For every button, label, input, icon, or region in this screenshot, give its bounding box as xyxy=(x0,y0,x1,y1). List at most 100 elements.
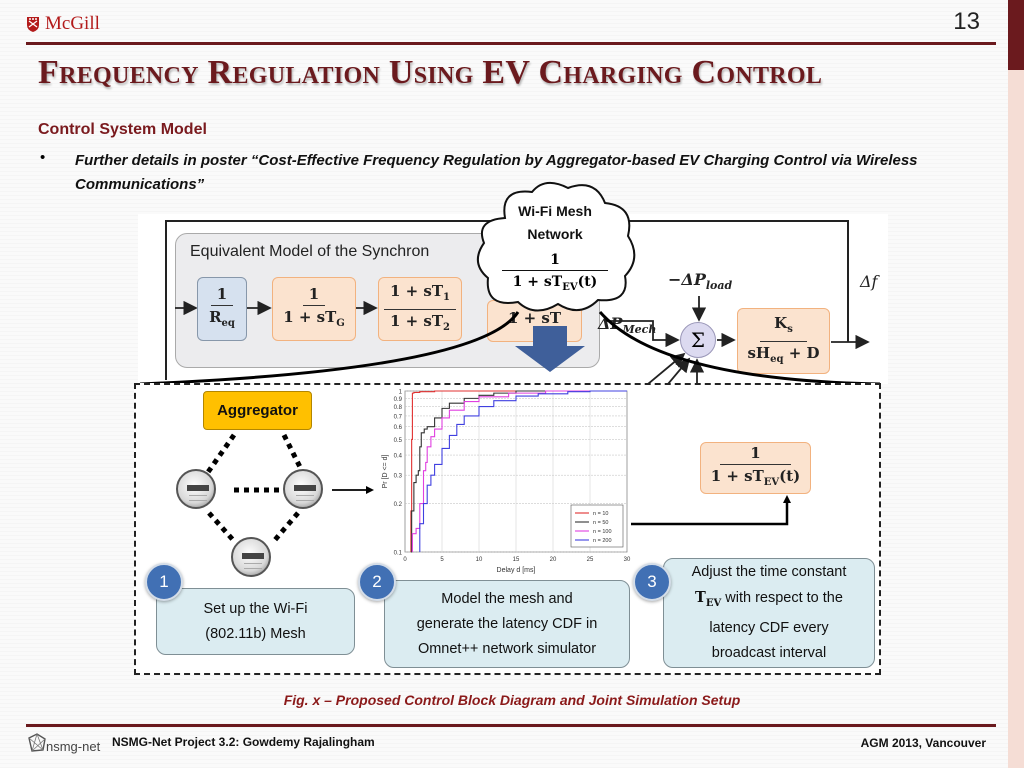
series-line-n10 xyxy=(410,390,627,552)
legend-label: n = 100 xyxy=(593,529,612,535)
den-sub: EV xyxy=(562,281,578,293)
den-sub: eq xyxy=(221,318,235,329)
bullet-text: Further details in poster “Cost-Effectiv… xyxy=(75,152,918,193)
step-text-line: (802.11b) Mesh xyxy=(205,625,306,642)
y-tick-label: 0.6 xyxy=(394,425,403,431)
slide-number: 13 xyxy=(953,8,980,35)
delta-p-mech-label: ΔPMech xyxy=(598,314,656,336)
step-2-text: Model the mesh and generate the latency … xyxy=(417,587,598,662)
feedback-wire xyxy=(847,220,849,342)
cloud-transfer-function: 1 1 + sTEV(t) xyxy=(502,250,608,299)
meter-screen xyxy=(242,553,264,559)
delta-f-label: Δf xyxy=(860,272,878,291)
nsmg-net-logo: nsmg-net xyxy=(26,732,100,754)
y-tick-label: 0.9 xyxy=(394,397,403,403)
block-1-over-req: 1 Req xyxy=(197,277,247,341)
meter-detail xyxy=(189,495,207,501)
footer-event: AGM 2013, Vancouver xyxy=(860,736,986,750)
step-text-line: Model the mesh and xyxy=(441,590,573,607)
y-tick-label: 0.5 xyxy=(394,438,403,444)
den-sub: G xyxy=(336,318,345,329)
y-tick-label: 0.7 xyxy=(394,414,403,420)
step-1-box: Set up the Wi-Fi (802.11b) Mesh xyxy=(156,588,355,655)
den-sub: eq xyxy=(770,353,784,365)
den-text: 1 + sT xyxy=(507,309,562,327)
chart-series-group xyxy=(410,390,627,553)
mcgill-shield-icon xyxy=(27,16,39,32)
step-text-line: Set up the Wi-Fi xyxy=(203,600,308,617)
cloud-denominator: 1 + sTEV(t) xyxy=(502,271,608,299)
wifi-mesh-cloud xyxy=(477,181,636,312)
x-tick-label: 20 xyxy=(550,557,557,563)
cloud-numerator: 1 xyxy=(502,250,608,271)
y-tick-label: 1 xyxy=(399,390,403,396)
step-3-text: Adjust the time constant TEV with respec… xyxy=(692,560,847,666)
meter-screen xyxy=(294,485,316,491)
den-post: (t) xyxy=(779,467,801,485)
x-tick-label: 5 xyxy=(440,557,444,563)
den-sub: EV xyxy=(763,477,780,488)
block-denominator: sHeq + D xyxy=(747,342,819,369)
series-line-n200 xyxy=(419,390,627,552)
block-denominator: 1 + sT xyxy=(508,307,561,327)
footer-divider xyxy=(26,724,996,727)
side-accent-bar xyxy=(1008,0,1024,70)
block-denominator: 1 + sT2 xyxy=(390,310,450,337)
smart-meter-icon xyxy=(283,469,323,509)
den-post: (t) xyxy=(577,274,598,290)
mcgill-logo: McGill xyxy=(26,12,100,36)
den-text: 1 + sT xyxy=(512,274,563,290)
t-ev-sub: EV xyxy=(705,597,722,609)
num-sub: 1 xyxy=(443,291,451,303)
block-plant: Ks sHeq + D xyxy=(737,308,830,374)
legend-label: n = 200 xyxy=(593,538,612,544)
y-tick-label: 0.2 xyxy=(394,502,403,508)
block-denominator: Req xyxy=(209,306,235,333)
nsmg-logo-text: nsmg-net xyxy=(46,739,101,754)
den-sub: 2 xyxy=(443,321,451,333)
den-text: sH xyxy=(747,343,771,362)
series-line-n100 xyxy=(411,390,627,552)
delta-p-load-label: −ΔPload xyxy=(668,270,732,292)
step-1-badge: 1 xyxy=(145,563,183,601)
step-3-box: Adjust the time constant TEV with respec… xyxy=(663,558,875,668)
step-text-line: TEV with respect to the xyxy=(692,585,847,616)
step-1-text: Set up the Wi-Fi (802.11b) Mesh xyxy=(204,597,308,647)
step-2-box: Model the mesh and generate the latency … xyxy=(384,580,630,668)
header-divider xyxy=(26,42,996,45)
block-numerator: 1 xyxy=(210,285,234,306)
meter-detail xyxy=(244,563,262,569)
smart-meter-icon xyxy=(176,469,216,509)
y-tick-label: 0.1 xyxy=(394,551,403,557)
step-text: with respect to the xyxy=(721,590,843,607)
x-tick-label: 25 xyxy=(587,557,594,563)
logo-text: McGill xyxy=(45,13,100,34)
nsmg-network-icon xyxy=(28,733,46,752)
label-sub: Mech xyxy=(622,323,657,337)
page-title: Frequency Regulation Using EV Charging C… xyxy=(38,54,823,91)
label-text: ΔP xyxy=(598,314,623,333)
step-text-line: Omnet++ network simulator xyxy=(417,640,597,657)
synchronous-model-label: Equivalent Model of the Synchron xyxy=(190,243,430,260)
step-text-line: generate the latency CDF in xyxy=(416,615,598,632)
num-text: K xyxy=(774,313,788,332)
step-3-badge: 3 xyxy=(633,563,671,601)
legend-label: n = 10 xyxy=(593,511,608,517)
block-numerator: 1 xyxy=(302,285,326,306)
den-text: 1 + sT xyxy=(283,308,337,326)
block-lead-lag: 1 + sT1 1 + sT2 xyxy=(378,277,462,341)
footer-project: NSMG-Net Project 3.2: Gowdemy Rajalingha… xyxy=(112,735,375,749)
label-text: −ΔP xyxy=(668,270,706,289)
side-accent-bar-light xyxy=(1008,70,1024,768)
y-axis-label: Pr [D <= d] xyxy=(382,455,389,489)
bullet-icon: • xyxy=(40,149,46,166)
x-tick-label: 10 xyxy=(476,557,483,563)
block-numerator: Ks xyxy=(760,314,807,342)
x-tick-label: 15 xyxy=(513,557,520,563)
x-axis-label: Delay d [ms] xyxy=(497,567,536,574)
step-2-badge: 2 xyxy=(358,563,396,601)
step-text-line: broadcast interval xyxy=(711,644,827,661)
summing-junction: Σ xyxy=(680,322,716,358)
